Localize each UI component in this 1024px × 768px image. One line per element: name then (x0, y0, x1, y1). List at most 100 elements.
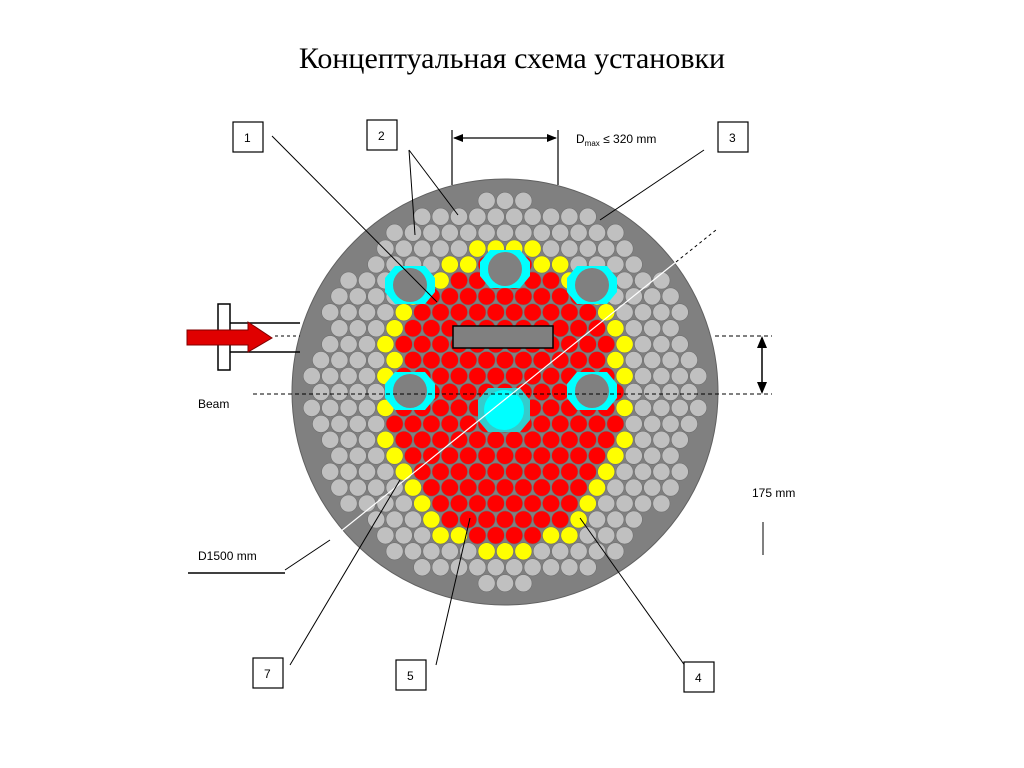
lattice-cell (422, 223, 441, 242)
lattice-cell (588, 542, 606, 561)
lattice-cell (551, 319, 570, 338)
lattice-cell (450, 462, 468, 481)
lattice-cell (321, 462, 340, 481)
lattice-cell (486, 558, 505, 577)
lattice-cell (624, 383, 643, 401)
lattice-cell (348, 383, 367, 401)
lattice-cell (505, 303, 524, 322)
lattice-cell (643, 383, 662, 401)
lattice-cell (413, 303, 432, 322)
lattice-cell (578, 494, 597, 513)
lattice-cell (560, 207, 579, 226)
lattice-cell (624, 255, 643, 274)
lattice-cell (514, 542, 533, 561)
lattice-cell (514, 510, 533, 529)
lattice-cell (477, 478, 496, 497)
lattice-cell (542, 271, 560, 290)
callout-5: 5 (395, 659, 427, 691)
lattice-cell (532, 223, 551, 242)
lattice-cell (450, 398, 468, 417)
lattice-cell (431, 494, 450, 513)
lattice-cell (606, 478, 625, 497)
lattice-cell (505, 430, 524, 449)
lattice-cell (624, 446, 643, 465)
lattice-cell (514, 574, 533, 593)
lattice-cell (624, 478, 643, 497)
lattice-cell (422, 510, 441, 529)
lattice-cell (376, 494, 395, 513)
lattice-cell (358, 398, 376, 417)
lattice-cell (468, 462, 487, 481)
lattice-cell (413, 207, 432, 226)
lattice-cell (624, 510, 643, 529)
lattice-cell (542, 494, 560, 513)
lattice-cell (486, 494, 505, 513)
lattice-cell (486, 430, 505, 449)
lattice-cell (496, 223, 514, 242)
lattice-cell (670, 430, 689, 449)
lattice-cell (560, 335, 579, 354)
lattice-cell (588, 319, 606, 338)
channel-lower-right (567, 372, 617, 410)
lattice-cell (385, 446, 404, 465)
lattice-cell (440, 351, 459, 370)
lattice-cell (523, 207, 542, 226)
lattice-cell (514, 191, 533, 210)
lattice-cell (302, 398, 321, 417)
lattice-cell (376, 526, 395, 545)
lattice-cell (404, 223, 422, 242)
lattice-cell (312, 414, 330, 433)
lattice-cell (422, 351, 441, 370)
lattice-cell (680, 414, 698, 433)
lattice-cell (643, 319, 662, 338)
lattice-cell (367, 319, 386, 338)
lattice-cell (615, 271, 634, 290)
lattice-cell (422, 478, 441, 497)
lattice-cell (597, 526, 616, 545)
lattice-cell (477, 351, 496, 370)
lattice-cell (532, 510, 551, 529)
lattice-cell (588, 510, 606, 529)
lattice-cell (532, 351, 551, 370)
lattice-cell (505, 558, 524, 577)
lattice-cell (339, 398, 358, 417)
lattice-cell (588, 223, 606, 242)
lattice-cell (312, 351, 330, 370)
lattice-cell (652, 367, 671, 386)
lattice-cell (523, 462, 542, 481)
lattice-cell (643, 414, 662, 433)
lattice-cell (514, 287, 533, 306)
lattice-cell (440, 446, 459, 465)
lattice-cell (606, 255, 625, 274)
lattice-cell (670, 303, 689, 322)
d1500-label: D1500 mm (198, 549, 257, 563)
lattice-cell (569, 223, 588, 242)
lattice-cell (496, 510, 514, 529)
lattice-cell (348, 414, 367, 433)
lattice-cell (689, 398, 708, 417)
lattice-cell (348, 351, 367, 370)
lattice-cell (459, 223, 478, 242)
lattice-cell (422, 414, 441, 433)
lattice-cell (496, 191, 514, 210)
beam-label: Beam (198, 397, 229, 411)
lattice-cell (670, 398, 689, 417)
lattice-cell (431, 430, 450, 449)
dmax-dimension (451, 130, 559, 185)
lattice-cell (643, 478, 662, 497)
lattice-cell (615, 462, 634, 481)
lattice-cell (606, 351, 625, 370)
svg-text:3: 3 (729, 131, 736, 145)
lattice-cell (486, 526, 505, 545)
lattice-cell (615, 335, 634, 354)
lattice-cell (459, 287, 478, 306)
lattice-cell (348, 446, 367, 465)
lattice-cell (330, 414, 349, 433)
lattice-cell (339, 494, 358, 513)
lattice-cell (606, 414, 625, 433)
lattice-cell (413, 526, 432, 545)
lattice-cell (468, 430, 487, 449)
lattice-cell (486, 303, 505, 322)
lattice-cell (404, 446, 422, 465)
lattice-cell (376, 462, 395, 481)
